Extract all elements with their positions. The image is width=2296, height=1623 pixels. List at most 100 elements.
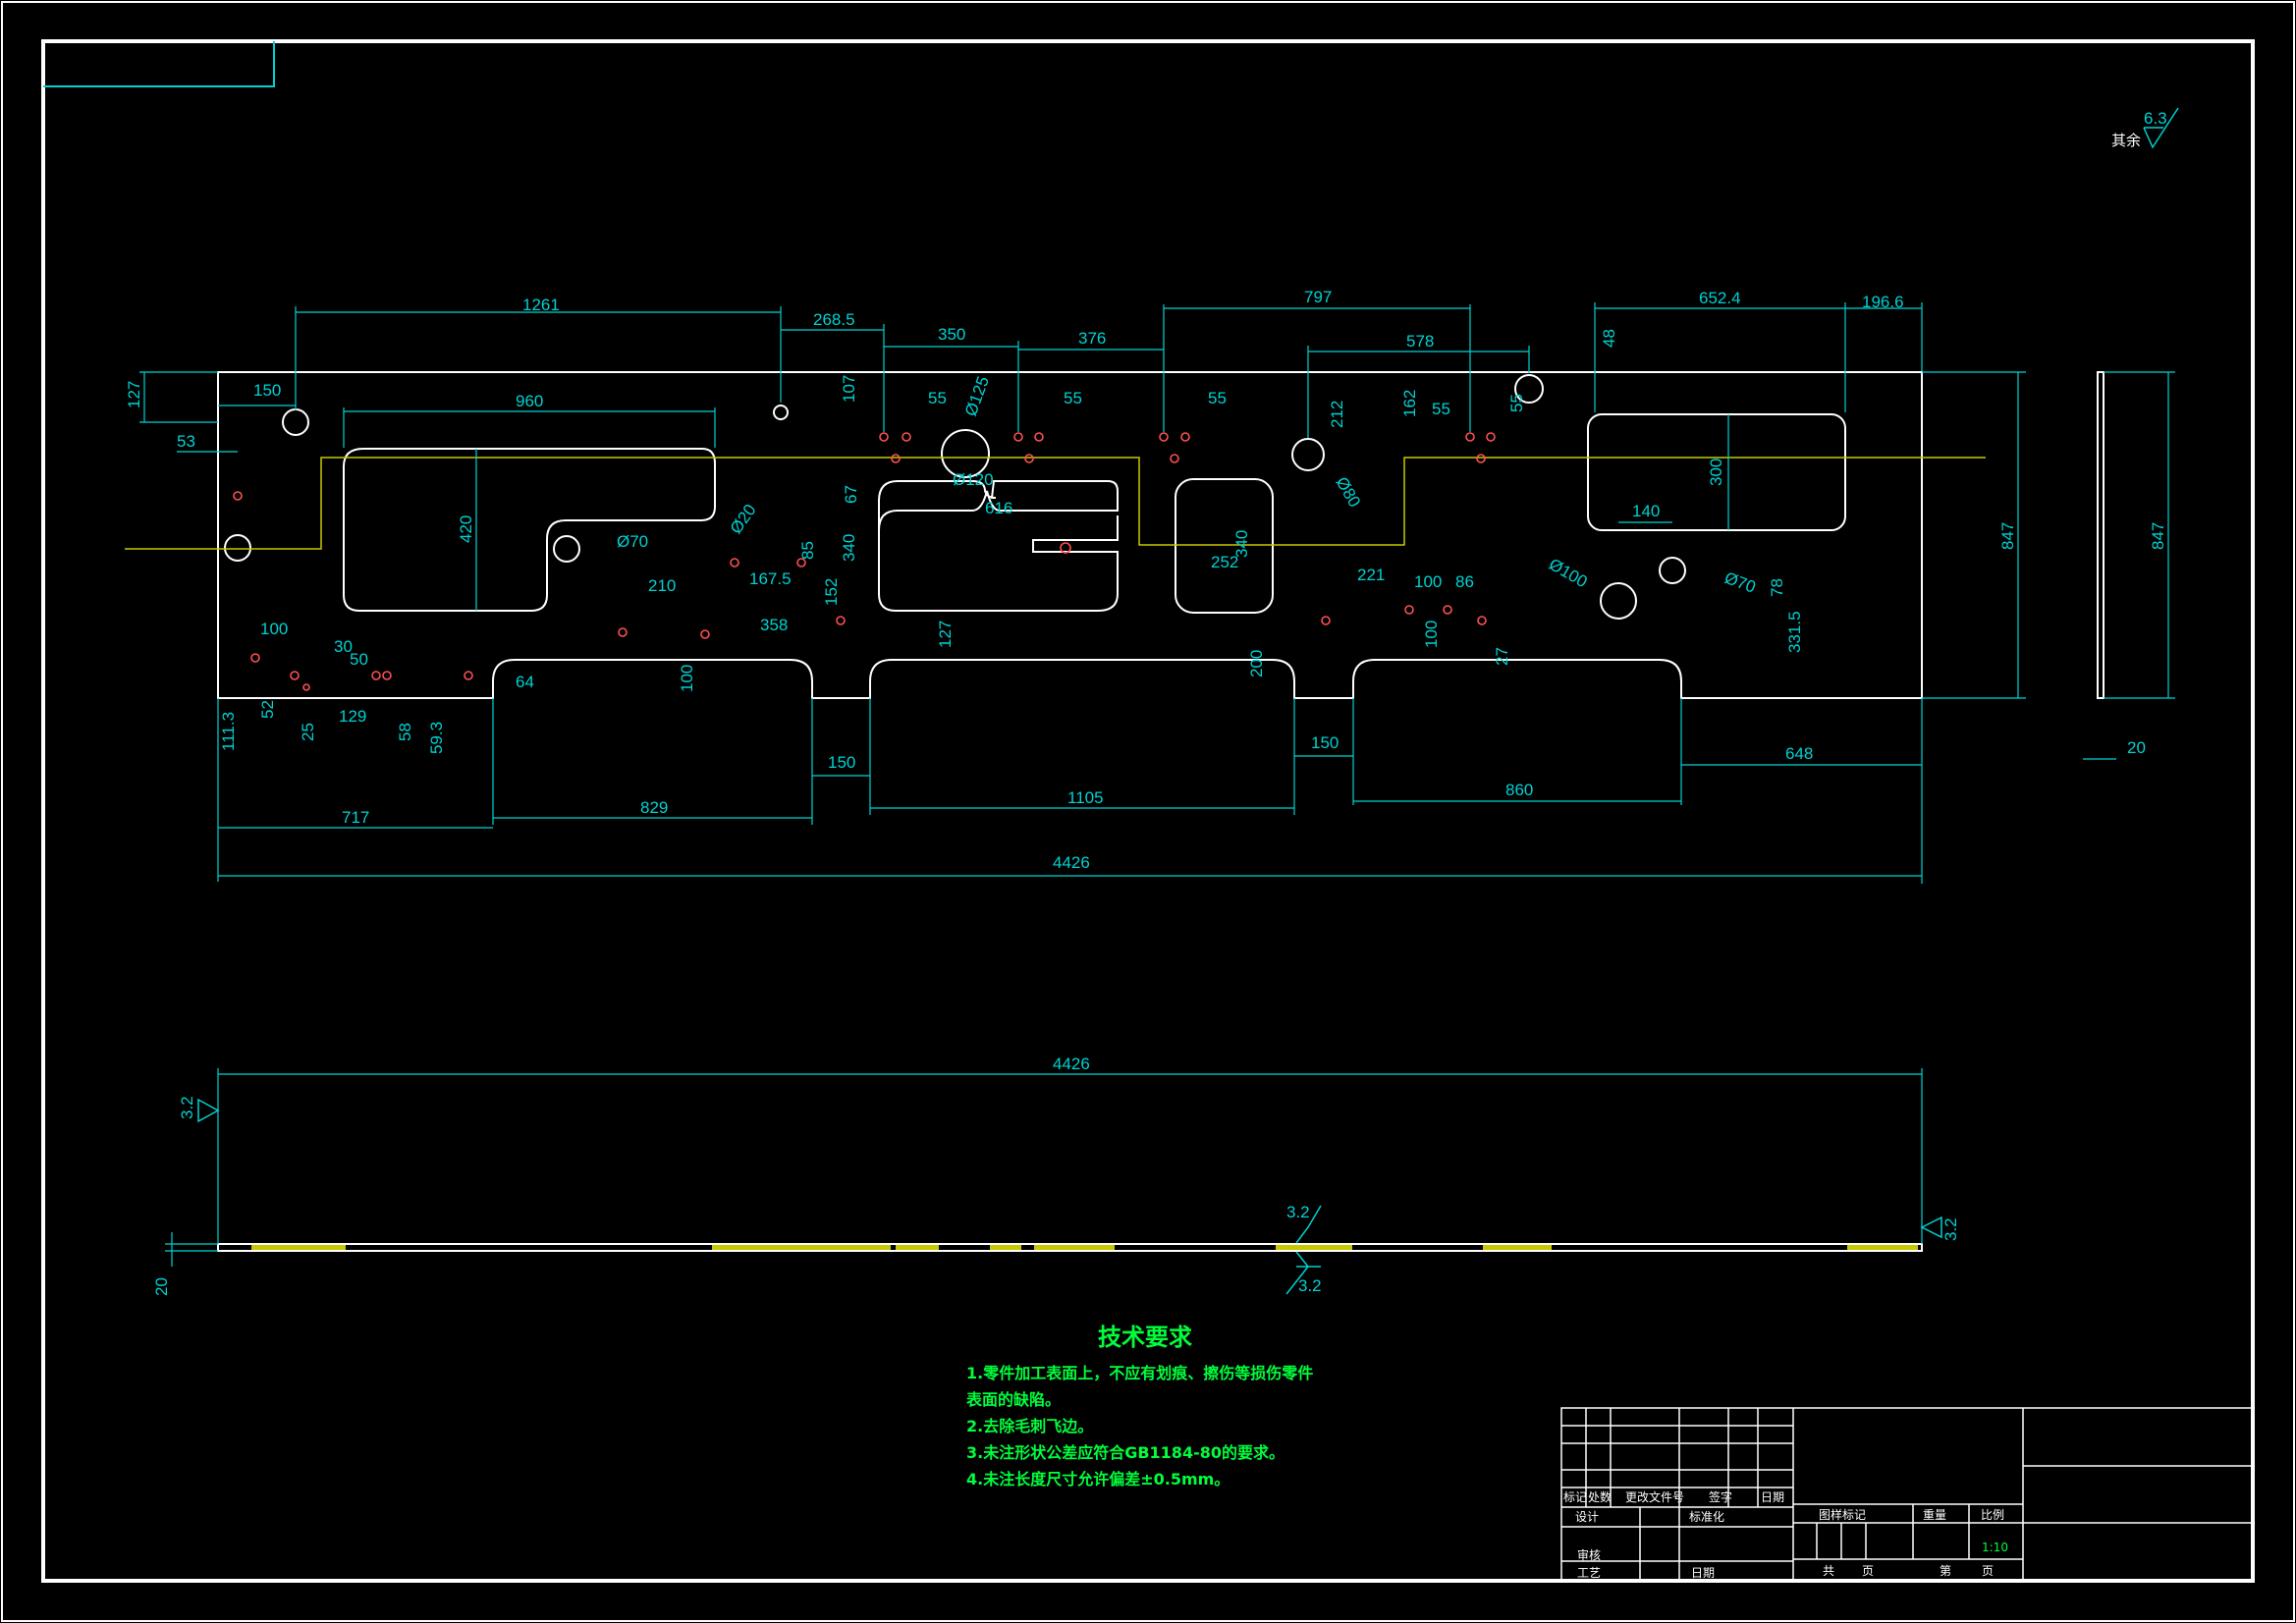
dim-340-a: 340 (840, 534, 858, 562)
dim-50: 50 (350, 650, 368, 669)
requirement-line-5: 4.未注长度尺寸允许偏差±0.5mm。 (966, 1470, 1230, 1488)
dim-dia-70-b: Ø70 (1722, 568, 1759, 597)
dim-200: 200 (1247, 650, 1266, 677)
dim-300: 300 (1707, 459, 1725, 486)
dim-860: 860 (1505, 781, 1533, 799)
dim-210: 210 (648, 576, 676, 595)
tb-biaoji: 标记 (1563, 1490, 1587, 1504)
requirement-line-3: 2.去除毛刺飞边。 (966, 1417, 1094, 1435)
dim-150-b: 150 (828, 753, 855, 772)
roughness-3-2-d: 3.2 (1941, 1217, 1960, 1241)
dim-652-4: 652.4 (1699, 289, 1741, 307)
dim-578: 578 (1406, 332, 1434, 351)
roughness-value: 6.3 (2144, 109, 2167, 128)
dim-100-c: 100 (1422, 621, 1441, 648)
dim-dia-125: Ø125 (961, 374, 993, 419)
dimension-lines (139, 302, 2175, 1267)
plate-front-view (217, 371, 2105, 1252)
dim-100-e: 100 (678, 665, 696, 692)
dim-59-3: 59.3 (427, 722, 446, 754)
dim-4426-a: 4426 (1053, 853, 1090, 872)
section-hatching (251, 1245, 1918, 1250)
dim-829: 829 (640, 798, 668, 817)
tb-gengai: 更改文件号 (1625, 1489, 1684, 1504)
code-box (43, 41, 275, 87)
dim-847-b: 847 (2149, 522, 2167, 550)
dim-30: 30 (334, 637, 353, 656)
roughness-3-2-c: 3.2 (1298, 1276, 1322, 1295)
dim-1261: 1261 (522, 296, 560, 314)
dim-107: 107 (840, 375, 858, 403)
dim-64: 64 (516, 673, 534, 691)
dim-960: 960 (516, 392, 543, 410)
dim-420: 420 (457, 515, 475, 543)
tb-shenhe: 审核 (1577, 1547, 1601, 1562)
dim-58: 58 (396, 723, 414, 741)
inner-frame (41, 39, 2255, 1583)
dim-dia-20: Ø20 (727, 501, 760, 537)
dim-127-b: 127 (936, 621, 955, 648)
dim-55-c: 55 (1208, 389, 1227, 407)
requirement-line-1: 1.零件加工表面上，不应有划痕、擦伤等损伤零件 (966, 1364, 1314, 1382)
small-holes (233, 432, 1496, 691)
dim-847-a: 847 (1998, 522, 2017, 550)
tb-riqi: 日期 (1761, 1490, 1784, 1504)
dim-127: 127 (125, 381, 143, 408)
dimension-labels: 1261 268.5 350 376 797 578 652.4 196.6 4… (125, 288, 2167, 1296)
dim-162: 162 (1400, 390, 1419, 417)
dim-616: 616 (985, 499, 1012, 517)
tb-gongyi: 工艺 (1577, 1566, 1601, 1580)
requirement-line-4: 3.未注形状公差应符合GB1184-80的要求。 (966, 1443, 1285, 1462)
title-block-labels: 标记 处数 更改文件号 签字 日期 设计 标准化 图样标记 重量 比例 审核 工… (1563, 1489, 2008, 1580)
roughness-3-2-b: 3.2 (1286, 1203, 1310, 1221)
tb-tuyang: 图样标记 (1819, 1507, 1866, 1522)
dim-27: 27 (1493, 647, 1511, 666)
center-line (125, 457, 1986, 550)
dim-252: 252 (1211, 553, 1238, 571)
tb-biaozhunhua: 标准化 (1689, 1510, 1724, 1524)
dim-53: 53 (177, 432, 195, 451)
dim-111-3: 111.3 (219, 712, 238, 751)
tb-bili: 比例 (1981, 1508, 2004, 1522)
dim-dia-120: Ø120 (953, 470, 994, 489)
tb-gong: 共 (1823, 1564, 1834, 1578)
dim-648: 648 (1785, 744, 1813, 763)
roughness-symbols (197, 1098, 1942, 1295)
dim-129: 129 (339, 707, 366, 726)
dim-358: 358 (760, 616, 788, 634)
dim-152: 152 (822, 578, 841, 606)
dim-dia-80: Ø80 (1333, 474, 1365, 511)
dim-78: 78 (1768, 578, 1786, 597)
dim-55-e: 55 (1507, 394, 1526, 412)
tb-ye1: 页 (1862, 1564, 1874, 1578)
dim-150-c: 150 (1311, 733, 1339, 752)
dim-797: 797 (1304, 288, 1332, 306)
dim-67: 67 (842, 485, 860, 504)
tb-scale: 1:10 (1982, 1541, 2008, 1554)
dim-717: 717 (342, 808, 369, 827)
dim-376: 376 (1078, 329, 1106, 348)
surface-roughness-note: 6.3 其余 (2111, 107, 2179, 149)
requirement-line-2: 表面的缺陷。 (966, 1390, 1062, 1409)
dim-85: 85 (798, 541, 817, 560)
dim-196-6: 196.6 (1862, 293, 1904, 311)
dim-55-b: 55 (1064, 389, 1082, 407)
dim-350: 350 (938, 325, 965, 344)
dim-221: 221 (1357, 566, 1385, 584)
dim-140: 140 (1632, 502, 1660, 520)
tb-chushu: 处数 (1588, 1489, 1612, 1504)
dim-20-section: 20 (152, 1277, 171, 1296)
dim-dia-70-a: Ø70 (617, 532, 648, 551)
dim-150: 150 (253, 381, 281, 400)
dim-331-5: 331.5 (1785, 611, 1804, 653)
dim-55-a: 55 (928, 389, 947, 407)
tb-riqi2: 日期 (1691, 1566, 1715, 1580)
tb-ye2: 页 (1982, 1564, 1994, 1578)
tb-di: 第 (1940, 1564, 1951, 1578)
dim-86: 86 (1455, 572, 1474, 591)
dim-20-side: 20 (2127, 738, 2146, 757)
roughness-3-2-a: 3.2 (178, 1096, 196, 1119)
dim-212: 212 (1328, 401, 1346, 428)
